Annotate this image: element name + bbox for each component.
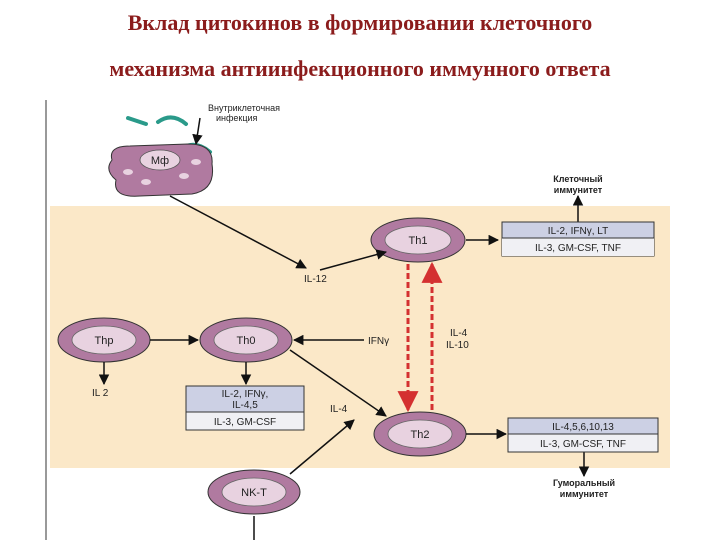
th0-cytokine-box bbox=[185, 385, 305, 431]
th2-box-line-1: IL-4,5,6,10,13 bbox=[552, 422, 614, 433]
infection-label-1: Внутриклеточная bbox=[208, 103, 280, 113]
il4-label: IL-4 bbox=[330, 404, 348, 415]
nkt-label: NK-T bbox=[241, 487, 267, 499]
il12-label: IL-12 bbox=[304, 274, 327, 285]
th2-label: Th2 bbox=[411, 429, 430, 441]
th2-box-line-2: IL-3, GM-CSF, TNF bbox=[540, 439, 626, 450]
th0-box-line-2: IL-4,5 bbox=[232, 400, 258, 411]
cell-thp bbox=[57, 317, 151, 363]
cellular-label-2: иммунитет bbox=[554, 185, 603, 195]
infection-label-2: инфекция bbox=[216, 113, 258, 123]
thp-label: Thp bbox=[95, 335, 114, 347]
th1-cytokine-box bbox=[501, 221, 655, 257]
cell-th1 bbox=[370, 217, 466, 263]
title-line-1: Вклад цитокинов в формировании клеточног… bbox=[127, 10, 593, 35]
cell-th0 bbox=[199, 317, 293, 363]
macrophage-cell bbox=[108, 143, 214, 197]
arrow-th0-th2 bbox=[289, 349, 387, 417]
humoral-label-2: иммунитет bbox=[560, 489, 609, 499]
arrow-nkt-il4 bbox=[289, 419, 355, 475]
macrophage-label: Мф bbox=[151, 155, 169, 167]
il4-label-mid: IL-4 bbox=[450, 328, 468, 339]
cell-th2 bbox=[373, 411, 467, 457]
th0-label: Th0 bbox=[237, 335, 256, 347]
th0-box-line-1: IL-2, IFNγ, bbox=[222, 389, 269, 400]
cell-nkt bbox=[207, 469, 301, 515]
th1-box-line-1: IL-2, IFNγ, LT bbox=[548, 226, 608, 237]
title-line-2: механизма антиинфекционного иммунного от… bbox=[109, 56, 611, 81]
cellular-label-1: Клеточный bbox=[553, 174, 602, 184]
th0-box-line-3: IL-3, GM-CSF bbox=[214, 417, 276, 428]
arrow-il12-th1 bbox=[319, 249, 388, 271]
th2-cytokine-box bbox=[507, 417, 659, 453]
il10-label: IL-10 bbox=[446, 340, 469, 351]
humoral-label-1: Гуморальный bbox=[553, 478, 615, 488]
ifng-label: IFNγ bbox=[368, 336, 389, 347]
il2-label: IL 2 bbox=[92, 388, 109, 399]
th1-box-line-2: IL-3, GM-CSF, TNF bbox=[535, 243, 621, 254]
arrow-macrophage-il12 bbox=[169, 195, 307, 269]
th1-label: Th1 bbox=[409, 235, 428, 247]
